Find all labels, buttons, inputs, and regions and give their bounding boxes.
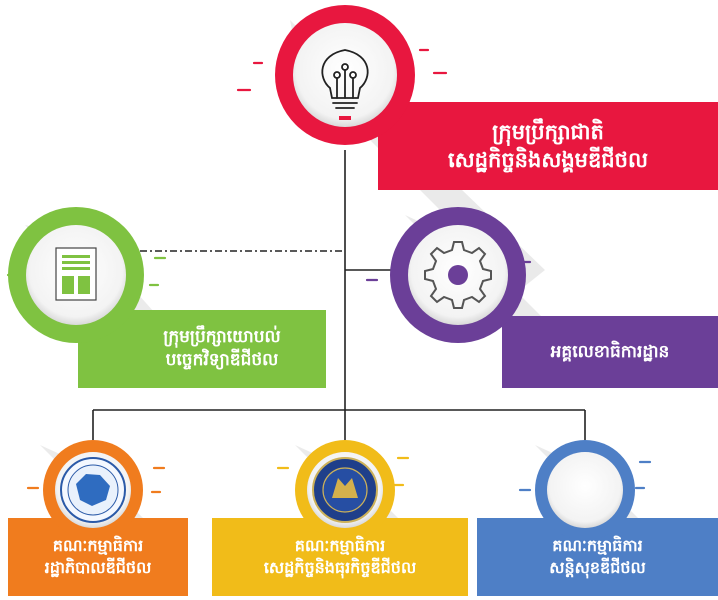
committee-econ-label-line-1: គណៈកម្មាធិការ (294, 536, 386, 556)
committee-econ-label-line-2: សេដ្ឋកិច្ចនិងធុរកិច្ចឌីជីថល (263, 558, 417, 577)
committee-econ-label: គណៈកម្មាធិការ សេដ្ឋកិច្ចនិងធុរកិច្ចឌីជីថ… (212, 518, 468, 596)
committee-gov-label: គណៈកម្មាធិការ រដ្ឋាភិបាលឌីជីថល (8, 518, 188, 596)
committee-security-node-circle (535, 440, 635, 540)
committee-security-label-line-1: គណៈកម្មាធិការ (552, 536, 643, 556)
top-label-line-1: ក្រុមប្រឹក្សាជាតិ (492, 119, 604, 144)
gear-icon (424, 241, 492, 309)
top-label-box (378, 102, 718, 190)
document-icon (55, 247, 97, 301)
committee-security-label-line-2: សន្តិសុខឌីជីថល (549, 558, 646, 577)
blank-circle-icon (547, 452, 623, 528)
committee-gov-label-line-1: គណៈកម្មាធិការ (52, 536, 144, 556)
top-label: ក្រុមប្រឹក្សាជាតិ សេដ្ឋកិច្ចនិងសង្គមឌីជី… (378, 102, 718, 190)
committee-gov-node-circle (43, 440, 143, 540)
advisory-label-line-1: ក្រុមប្រឹក្សាយោបល់ (163, 327, 281, 348)
secretariat-label-box (502, 316, 718, 388)
top-label-line-2: សេដ្ឋកិច្ចនិងសង្គមឌីជីថល (448, 148, 648, 172)
ministry-seal-icon (312, 457, 378, 523)
lightbulb-icon (321, 49, 369, 109)
advisory-node-circle (8, 207, 144, 343)
secretariat-node-circle (390, 207, 526, 343)
cambodia-map-seal-icon (60, 457, 126, 523)
committee-gov-label-line-2: រដ្ឋាភិបាលឌីជីថល (44, 558, 152, 577)
top-node-circle (275, 5, 415, 145)
advisory-label: ក្រុមប្រឹក្សាយោបល់ បច្ចេកវិទ្យាឌីជីថល (118, 310, 326, 388)
committee-security-label: គណៈកម្មាធិការ សន្តិសុខឌីជីថល (477, 518, 718, 596)
connectors (92, 150, 586, 440)
committee-econ-node-circle (295, 440, 395, 540)
secretariat-label-line-1: អគ្គលេខាធិការដ្ឋាន (550, 341, 670, 362)
advisory-label-line-2: បច្ចេកវិទ្យាឌីជីថល (165, 350, 279, 370)
secretariat-label: អគ្គលេខាធិការដ្ឋាន (502, 316, 718, 388)
